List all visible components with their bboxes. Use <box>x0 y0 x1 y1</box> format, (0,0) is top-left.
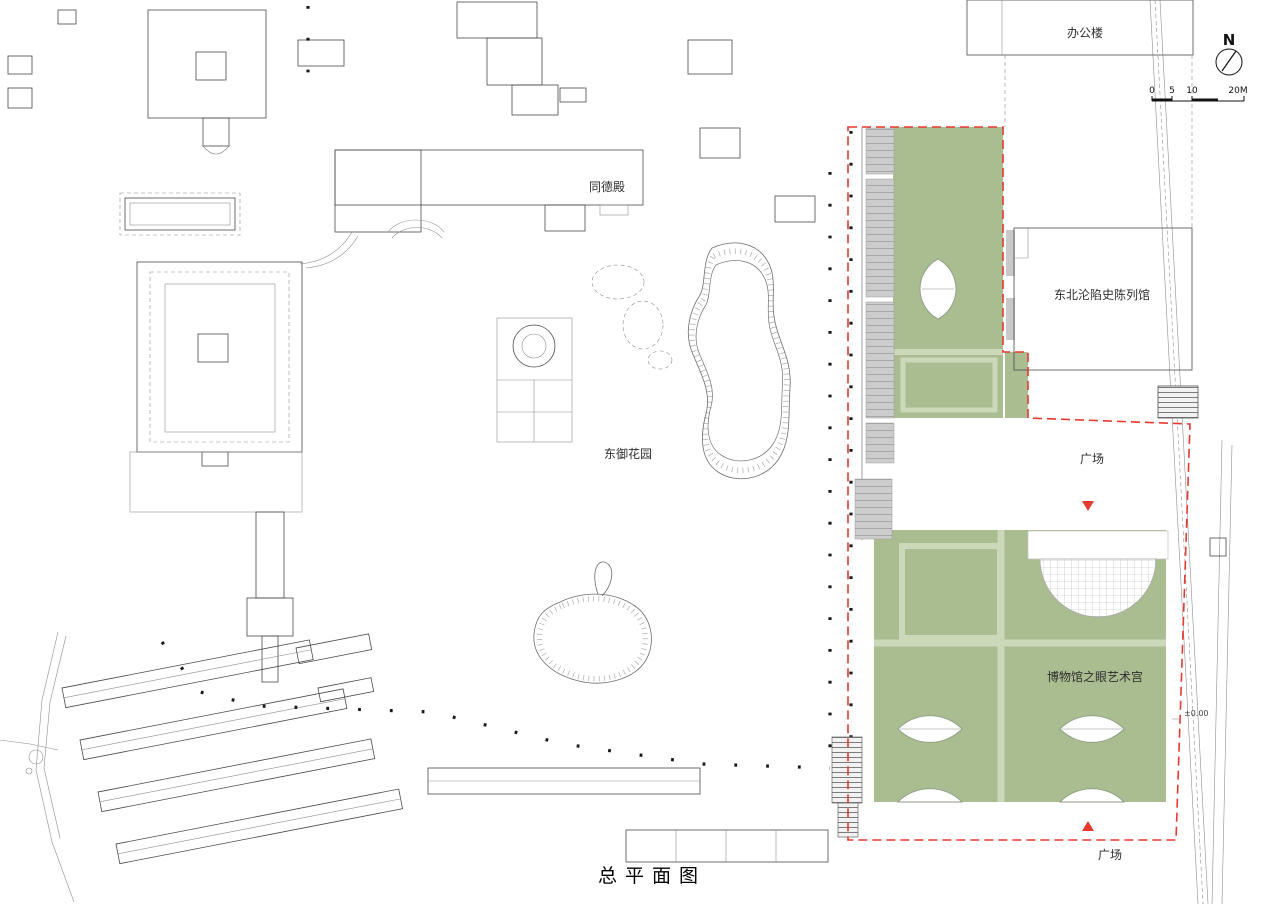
plaza-south-label: 广场 <box>1098 848 1122 862</box>
north-arrow: N <box>1215 31 1243 76</box>
entrance-arrow-south <box>1082 821 1094 831</box>
museum-label: 博物馆之眼艺术宫 <box>1047 669 1143 684</box>
hatched-terrace <box>1027 530 1169 618</box>
elevation-label: ±0.00 <box>1184 709 1209 718</box>
stairs-blocks <box>831 385 1199 838</box>
fountain-parterre <box>496 317 573 443</box>
plan-labels: 办公楼 同德殿 东北沦陷史陈列馆 东御花园 广场 博物馆之眼艺术宫 广场 ±0.… <box>589 25 1209 887</box>
rockery <box>591 264 673 370</box>
exhibition-hall-building <box>1013 227 1193 371</box>
east-road <box>1149 0 1233 904</box>
scale-bar: 0 5 10 20M <box>1149 86 1248 102</box>
garden-mound <box>533 561 652 684</box>
barracks-rows <box>35 631 403 903</box>
tongde-label: 同德殿 <box>589 179 625 194</box>
gallery-bars <box>854 127 1015 540</box>
west-palace-building <box>129 261 303 513</box>
scale-tick-5: 5 <box>1169 86 1175 96</box>
eye-skylights <box>896 258 1126 803</box>
office-building <box>966 0 1194 228</box>
dotted-boundary-walls <box>160 6 853 838</box>
garden-pond <box>687 242 791 480</box>
context-buildings <box>0 1 829 903</box>
scale-tick-10: 10 <box>1186 86 1198 96</box>
office-label: 办公楼 <box>1067 25 1103 40</box>
drawing-title: 总平面图 <box>598 865 706 887</box>
plaza-north-label: 广场 <box>1080 452 1104 466</box>
scale-tick-20: 20M <box>1228 86 1247 96</box>
scale-tick-0: 0 <box>1149 86 1155 96</box>
exhibition-label: 东北沦陷史陈列馆 <box>1054 287 1150 302</box>
project-boundary <box>847 126 1191 841</box>
tongde-hall-building <box>299 149 644 269</box>
garden-label: 东御花园 <box>604 446 652 461</box>
entrance-arrow-north <box>1082 501 1094 511</box>
north-label: N <box>1223 31 1236 49</box>
